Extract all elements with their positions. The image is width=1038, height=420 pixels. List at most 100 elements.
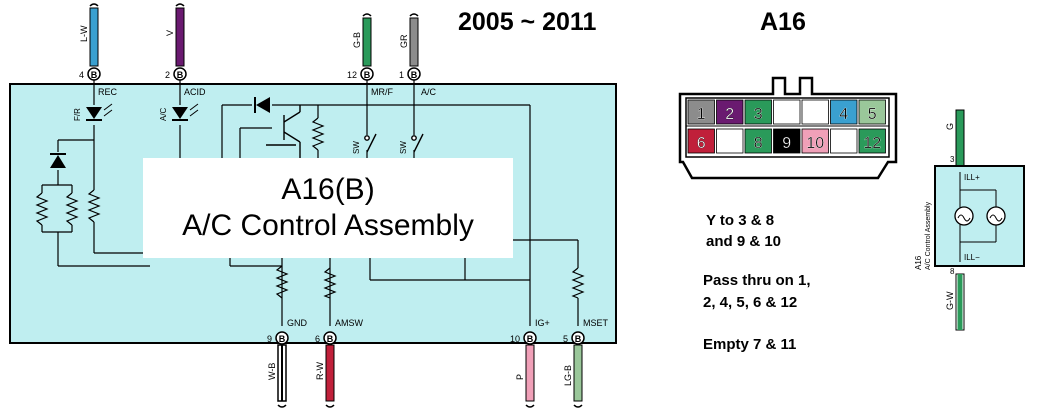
wire-code: LG-B xyxy=(563,365,573,386)
svg-text:B: B xyxy=(527,334,534,344)
assembly-name-box: A16(B) A/C Control Assembly xyxy=(143,158,513,258)
pin-function: A/C xyxy=(421,87,437,97)
pin-number: 9 xyxy=(267,334,272,344)
svg-text:B: B xyxy=(575,334,582,344)
pin-circle: B xyxy=(323,331,337,345)
pin-function: MR/F xyxy=(371,87,393,97)
cavity-number: 10 xyxy=(806,135,824,152)
years-heading: 2005 ~ 2011 xyxy=(458,8,596,36)
ill-bottom-pin: 8 xyxy=(950,267,955,276)
bottom-wire-10 xyxy=(525,344,535,408)
ill-bottom-wire: G-W xyxy=(945,291,955,310)
switch-mrf xyxy=(364,133,377,153)
note-line: 2, 4, 5, 6 & 12 xyxy=(703,294,798,311)
pin-number: 12 xyxy=(347,70,357,80)
cavity-number: 4 xyxy=(839,106,848,123)
pin-number: 2 xyxy=(165,70,170,80)
connector-cavity xyxy=(687,128,715,154)
ill-designation: A16 xyxy=(914,255,923,270)
top-wire-4 xyxy=(89,3,99,67)
connector-cavity xyxy=(744,99,772,125)
cavity-number: 5 xyxy=(868,106,877,123)
cavity-number: 3 xyxy=(754,106,763,123)
cavity-number: 2 xyxy=(725,106,734,123)
note-line: Empty 7 & 11 xyxy=(703,336,797,353)
pin-number: 10 xyxy=(510,334,520,344)
svg-text:B: B xyxy=(411,70,418,80)
cavity-number: 6 xyxy=(697,135,706,152)
transistor xyxy=(266,105,301,158)
connector-cavity xyxy=(830,128,858,154)
wire-code: GR xyxy=(399,34,409,48)
top-wire-2 xyxy=(175,3,185,67)
pin-circle: B xyxy=(275,331,289,345)
pin-circle: B xyxy=(173,67,187,81)
pin-number: 5 xyxy=(563,334,568,344)
connector-cavity xyxy=(716,128,744,154)
svg-text:B: B xyxy=(91,70,98,80)
wire-code: V xyxy=(165,30,175,36)
svg-text:B: B xyxy=(327,334,334,344)
pin-circle: B xyxy=(407,67,421,81)
wire-code: R-W xyxy=(315,362,325,380)
wire-code: W-B xyxy=(267,363,277,380)
assembly-name: A/C Control Assembly xyxy=(182,209,474,242)
connector-cavity xyxy=(773,128,801,154)
label-sw: SW xyxy=(399,141,408,154)
connector-cavity xyxy=(716,99,744,125)
cavity-number: 12 xyxy=(863,135,881,152)
ill-top-wire: G xyxy=(945,123,955,130)
pin-circle: B xyxy=(523,331,537,345)
led-acid xyxy=(172,103,199,121)
ill-bottom-func: ILL− xyxy=(964,253,980,262)
pin-function: MSET xyxy=(583,318,609,328)
connector-cavity xyxy=(773,99,801,125)
pin-number: 4 xyxy=(79,70,84,80)
resistor xyxy=(35,117,585,299)
connector-cavity xyxy=(830,99,858,125)
switch-ac xyxy=(411,133,424,153)
connector-cavity xyxy=(858,99,886,125)
cavity-number: 1 xyxy=(697,106,706,123)
pin-circle: B xyxy=(360,67,374,81)
pin-function: ACID xyxy=(184,87,206,97)
assembly-designation: A16(B) xyxy=(281,173,375,206)
diode xyxy=(50,153,66,168)
pin-circle: B xyxy=(571,331,585,345)
connector-cavity xyxy=(744,128,772,154)
connector-cavity xyxy=(801,128,829,154)
bottom-wire-9 xyxy=(277,344,287,408)
label-fr: F/R xyxy=(73,108,82,121)
connector-cavity xyxy=(801,99,829,125)
label-sw: SW xyxy=(352,141,361,154)
illumination-circuit xyxy=(934,109,1025,331)
internal-circuit xyxy=(41,80,579,326)
cavity-number: 8 xyxy=(754,135,763,152)
bottom-wire-5 xyxy=(573,344,583,408)
ill-top-pin: 3 xyxy=(950,155,955,164)
wire-code: P xyxy=(515,374,525,380)
diode xyxy=(254,97,270,113)
cavity-number: 9 xyxy=(782,135,791,152)
bottom-wire-6 xyxy=(325,344,335,408)
pin-number: 6 xyxy=(315,334,320,344)
ill-name: A/C Control Assembly xyxy=(925,201,932,270)
ill-top-func: ILL+ xyxy=(964,173,980,182)
pin-function: REC xyxy=(98,87,118,97)
connector-cavity xyxy=(858,128,886,154)
connector-heading: A16 xyxy=(760,8,806,36)
note-line: Pass thru on 1, xyxy=(703,272,811,289)
svg-text:B: B xyxy=(364,70,371,80)
wire-code: L-W xyxy=(79,25,89,42)
connector-cavity xyxy=(687,99,715,125)
svg-text:B: B xyxy=(279,334,286,344)
svg-text:B: B xyxy=(177,70,184,80)
note-line: Y to 3 & 8 xyxy=(706,212,775,229)
pin-function: AMSW xyxy=(335,318,364,328)
pin-function: GND xyxy=(287,318,308,328)
pin-function: IG+ xyxy=(535,318,550,328)
top-wire-12 xyxy=(362,13,372,67)
label-ac: A/C xyxy=(159,107,168,121)
